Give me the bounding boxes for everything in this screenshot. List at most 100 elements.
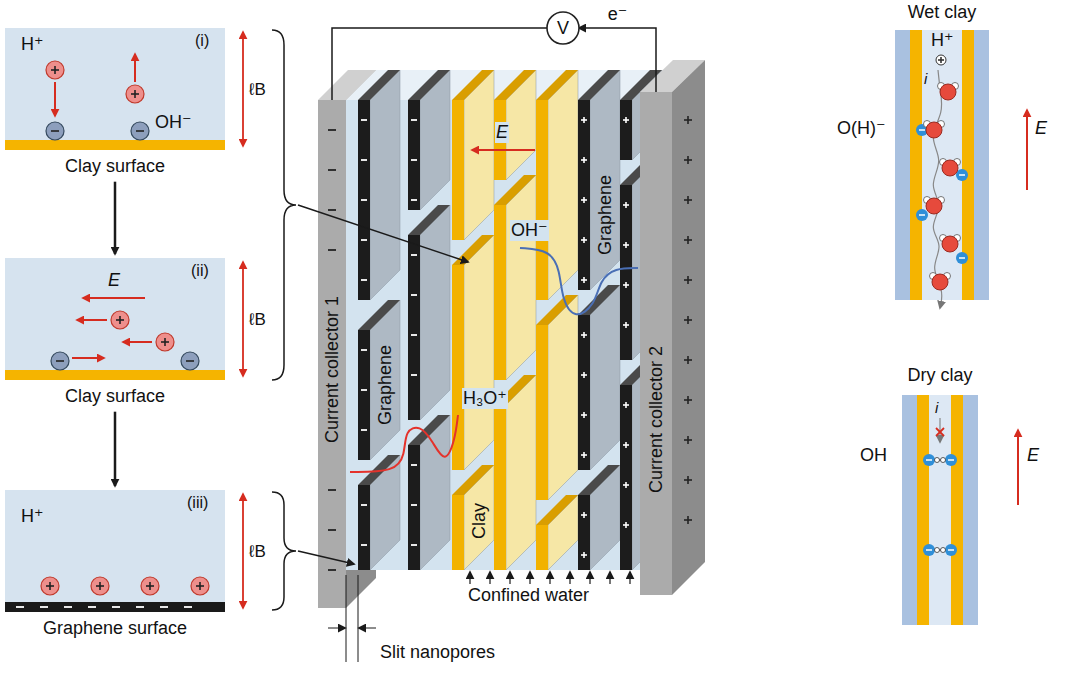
plus-mark: [583, 277, 585, 283]
arrow: [77, 319, 107, 321]
length-label: ℓB: [249, 80, 266, 100]
plus-mark: [583, 552, 585, 558]
brace: [272, 492, 296, 610]
plus-mark: [687, 356, 689, 364]
minus-mark: [328, 489, 336, 491]
graphene-edge: [578, 315, 590, 470]
material-label: Graphene: [374, 345, 397, 425]
charge-sign: [56, 360, 64, 362]
clay-edge: [494, 205, 506, 380]
clay-top: [536, 495, 578, 525]
charge-label: O(H)⁻: [837, 118, 886, 139]
graphene-top: [578, 70, 620, 100]
field-label: E: [495, 122, 509, 143]
minus-mark: [328, 529, 336, 531]
clay-layer: [895, 30, 910, 300]
minus-mark: [411, 544, 417, 546]
clay-surface: [917, 395, 929, 625]
plus-mark: [625, 482, 627, 488]
ion-label: OH⁻: [155, 112, 192, 133]
clay-edge: [536, 100, 548, 300]
plus-mark: [625, 322, 627, 328]
connector: [114, 182, 117, 254]
minus-mark: [361, 349, 367, 351]
charge-sign: [51, 130, 59, 132]
field-label: E: [108, 270, 120, 291]
clay-top: [452, 70, 494, 100]
graphene-edge: [578, 495, 590, 570]
conduction-path: [933, 70, 941, 308]
plus-mark: [625, 402, 627, 408]
charge-sign: [164, 338, 166, 346]
surface-strip: [5, 370, 225, 380]
charge-sign: [49, 582, 51, 590]
minus-mark: [411, 334, 417, 336]
hydrogen-atom: [935, 458, 940, 463]
graphene-top: [358, 70, 400, 100]
minus-mark: [361, 159, 367, 161]
graphene-edge: [358, 485, 370, 570]
arrow: [469, 572, 470, 584]
current-collector: Current collector 1: [318, 100, 346, 608]
minus-mark: [361, 504, 367, 506]
dimension-line: [358, 575, 359, 662]
plus-mark: [687, 156, 689, 164]
blocked-mark: [936, 428, 944, 436]
graphene-top: [408, 70, 450, 100]
anion-symbol: [181, 352, 199, 370]
arrow: [242, 262, 244, 376]
plus-mark: [583, 452, 585, 458]
panel-number: (i): [195, 32, 209, 50]
clay-surface: [951, 395, 963, 625]
anion-symbol: [46, 122, 64, 140]
minus-mark: [136, 606, 144, 608]
ion-label: H⁺: [931, 30, 954, 51]
plus-mark: [687, 396, 689, 404]
charge-site: [945, 544, 957, 556]
clay-top: [494, 70, 536, 100]
arrow: [549, 572, 550, 584]
ion-label: OH⁻: [510, 220, 549, 241]
clay-layer: [974, 30, 989, 300]
plus-mark: [583, 332, 585, 338]
oxygen-atom: [942, 236, 958, 252]
graphene-face: [420, 205, 450, 420]
clay-face: [464, 235, 494, 470]
field-label: E: [1035, 118, 1047, 139]
graphene-face: [590, 285, 620, 470]
clay-face: [548, 70, 578, 300]
minus-mark: [184, 606, 192, 608]
plus-mark: [625, 282, 627, 288]
minus-mark: [361, 544, 367, 546]
collector-side: [672, 60, 705, 595]
minus-mark: [411, 294, 417, 296]
plus-mark: [687, 476, 689, 484]
charge-site: [945, 454, 957, 466]
charge-site: [916, 209, 928, 221]
proton-path: [350, 415, 458, 472]
oxygen-atom: [942, 160, 958, 176]
minus-mark: [328, 169, 336, 171]
cation-symbol: [111, 311, 129, 329]
graphene-edge: [408, 445, 420, 570]
plus-mark: [940, 57, 942, 63]
clay-face: [548, 295, 578, 500]
arrow: [939, 418, 940, 442]
connector: [332, 28, 547, 100]
plus-mark: [583, 412, 585, 418]
plus-mark: [583, 512, 585, 518]
hydrogen-atom: [941, 548, 946, 553]
plus-mark: [687, 196, 689, 204]
voltmeter: V: [546, 11, 580, 45]
surface-strip: [5, 602, 225, 612]
charge-sign: [948, 549, 954, 551]
panel-ground: [5, 490, 225, 612]
graphene-top: [408, 205, 450, 235]
minus-mark: [411, 119, 417, 121]
cation-symbol: [191, 577, 209, 595]
hydrogen-atom: [941, 458, 946, 463]
group-label: OH: [860, 445, 887, 466]
field-label: E: [1027, 445, 1039, 466]
minus-mark: [361, 389, 367, 391]
minus-mark: [16, 606, 24, 608]
